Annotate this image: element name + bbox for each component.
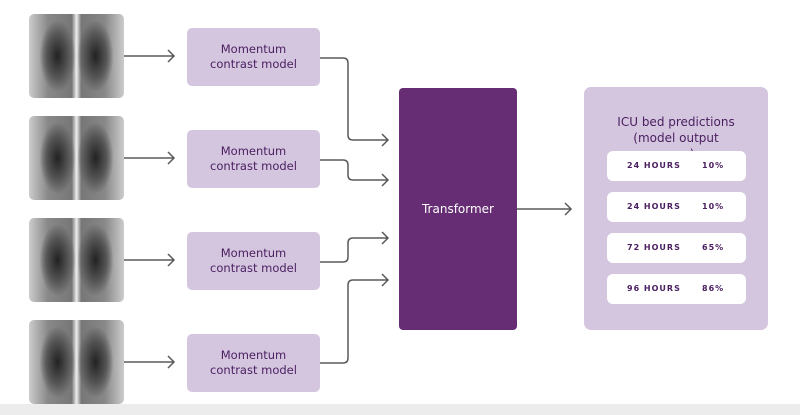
- bottom-bar: [0, 404, 800, 415]
- model-label: Momentum contrast model: [210, 144, 297, 173]
- horizon: 24 HOURS: [627, 161, 681, 170]
- horizon: 96 HOURS: [627, 284, 681, 293]
- arrow-transformer-to-output: [517, 202, 573, 216]
- score: 86%: [702, 284, 725, 293]
- transformer-label: Transformer: [421, 202, 494, 216]
- horizon: 72 HOURS: [627, 243, 681, 252]
- transformer-block: Transformer: [399, 88, 517, 330]
- horizon: 24 HOURS: [627, 202, 681, 211]
- score: 65%: [702, 243, 725, 252]
- chest-xray-image-4: [29, 320, 124, 404]
- momentum-contrast-model-2: Momentum contrast model: [187, 130, 320, 188]
- arrow-model-to-transformer: [320, 57, 390, 364]
- momentum-contrast-model-4: Momentum contrast model: [187, 334, 320, 392]
- prediction-row: 24 HOURS 10%: [607, 151, 746, 181]
- score: 10%: [702, 202, 725, 211]
- prediction-row: 72 HOURS 65%: [607, 233, 746, 263]
- model-label: Momentum contrast model: [210, 246, 297, 275]
- score: 10%: [702, 161, 725, 170]
- momentum-contrast-model-3: Momentum contrast model: [187, 232, 320, 290]
- icu-predictions-panel: ICU bed predictions (model output score)…: [584, 87, 768, 330]
- model-label: Momentum contrast model: [210, 42, 297, 71]
- momentum-contrast-model-1: Momentum contrast model: [187, 28, 320, 86]
- model-label: Momentum contrast model: [210, 348, 297, 377]
- arrow-xray-to-model: [124, 49, 176, 369]
- prediction-row: 96 HOURS 86%: [607, 274, 746, 304]
- chest-xray-image-1: [29, 14, 124, 98]
- chest-xray-image-2: [29, 116, 124, 200]
- prediction-row: 24 HOURS 10%: [607, 192, 746, 222]
- chest-xray-image-3: [29, 218, 124, 302]
